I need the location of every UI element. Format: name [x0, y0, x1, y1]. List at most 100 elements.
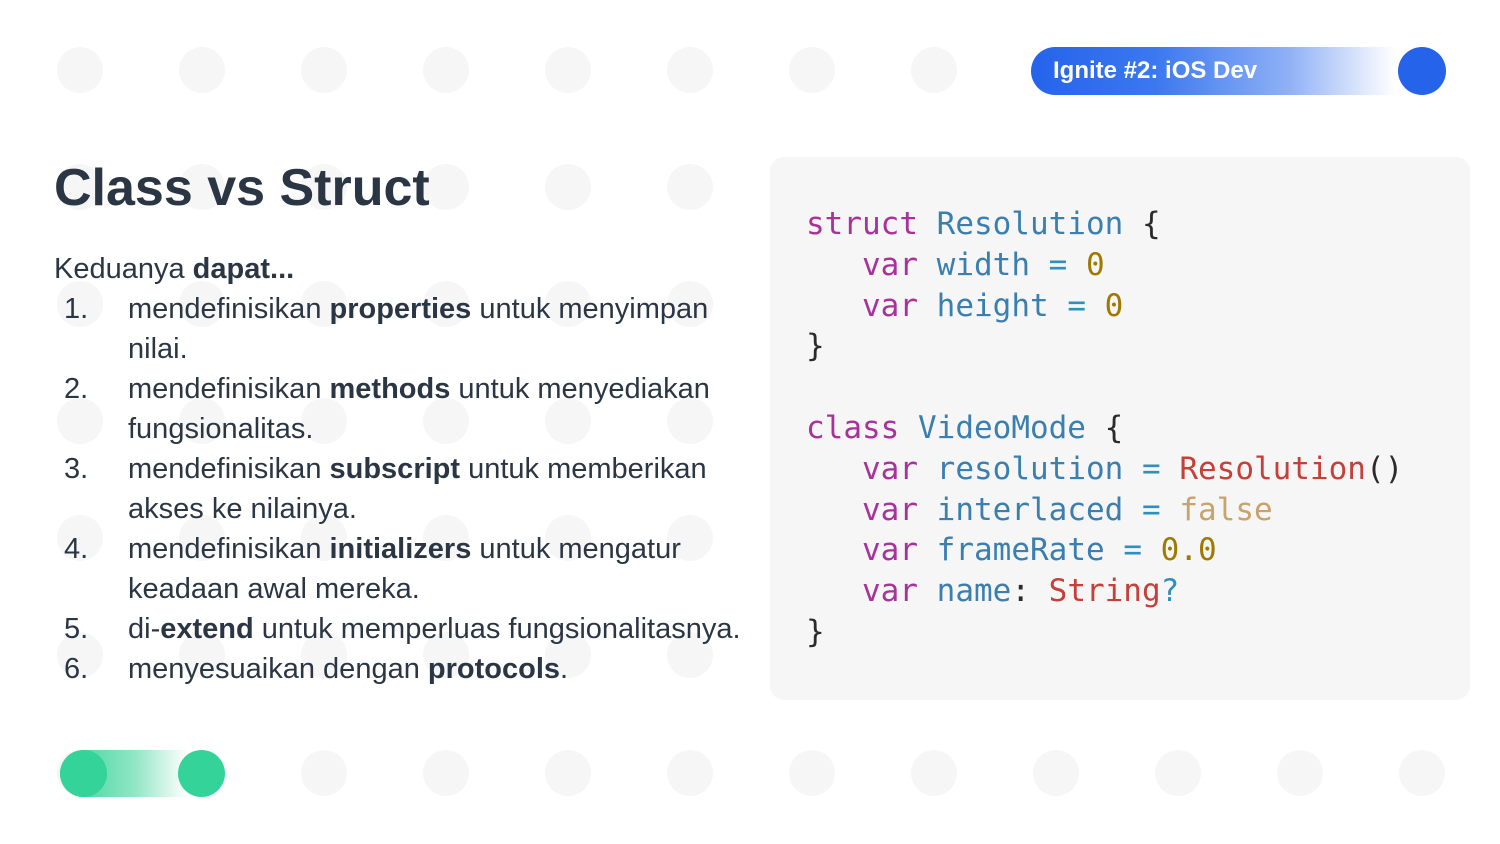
list-text: untuk mengatur keadaan awal mereka. [128, 533, 681, 605]
background-dot [789, 47, 835, 93]
list-number: 4. [64, 533, 89, 565]
swift-code-block: struct Resolution { var width = 0 var he… [806, 204, 1403, 653]
background-dot [789, 750, 835, 796]
code-token [1161, 451, 1180, 487]
list-item: 4.mendefinisikan initializers untuk meng… [54, 529, 754, 609]
code-token [918, 492, 937, 528]
code-token: 0 [1104, 287, 1124, 324]
code-token: 0.0 [1160, 532, 1217, 569]
code-token: = [1141, 450, 1161, 487]
background-dot [423, 164, 469, 210]
background-dot [545, 281, 591, 327]
badge-circle-icon [1398, 47, 1446, 95]
list-text: mendefinisikan [128, 453, 330, 485]
background-dot [1277, 750, 1323, 796]
list-keyword: methods [329, 373, 451, 405]
pill-right-circle-icon [178, 750, 225, 797]
code-token [1123, 451, 1142, 487]
code-token [918, 451, 937, 487]
intro-prefix: Keduanya [54, 253, 193, 285]
code-token: width [936, 246, 1030, 283]
background-dot [667, 164, 713, 210]
code-token: } [806, 328, 825, 365]
list-item: 5.di-extend untuk memperluas fungsionali… [54, 609, 754, 649]
code-token [806, 247, 862, 283]
code-token [1086, 288, 1105, 324]
list-text: untuk menyediakan fungsionalitas. [128, 373, 710, 445]
code-token: frameRate [936, 532, 1105, 569]
list-keyword: protocols [427, 653, 561, 685]
code-token [806, 492, 862, 528]
list-text: mendefinisikan [128, 533, 330, 565]
code-token [806, 532, 862, 568]
code-token [918, 532, 937, 568]
list-item: 1.mendefinisikan properties untuk menyim… [54, 289, 754, 369]
background-dot [179, 47, 225, 93]
code-token: = [1048, 246, 1068, 283]
code-line: var interlaced = false [806, 490, 1403, 531]
code-line: var frameRate = 0.0 [806, 530, 1403, 571]
code-token: 0 [1086, 246, 1105, 283]
code-token [806, 369, 825, 405]
background-dot [545, 750, 591, 796]
code-token: var [862, 532, 918, 569]
code-token [806, 573, 862, 609]
pill-left-circle-icon [60, 750, 107, 797]
background-dot [179, 164, 225, 210]
code-token: var [862, 246, 918, 283]
code-token: class [806, 409, 900, 446]
code-line: struct Resolution { [806, 204, 1403, 245]
list-text: mendefinisikan [128, 373, 330, 405]
background-dot [545, 47, 591, 93]
background-dot [301, 164, 347, 210]
background-dot [545, 398, 591, 444]
list-text: untuk memperluas fungsionalitasnya. [253, 613, 741, 645]
background-dot [667, 632, 713, 678]
code-line: var name: String? [806, 571, 1403, 612]
background-dot [301, 47, 347, 93]
code-token: = [1067, 287, 1086, 324]
background-dot [1155, 750, 1201, 796]
background-dot [667, 515, 713, 561]
code-line: var resolution = Resolution() [806, 449, 1403, 490]
code-token: = [1123, 532, 1142, 569]
list-number: 3. [64, 453, 89, 485]
code-token [806, 451, 862, 487]
code-token: } [806, 613, 825, 650]
code-token [1142, 532, 1161, 568]
code-token: struct [806, 206, 918, 242]
code-line: } [806, 612, 1403, 653]
background-dot [57, 632, 103, 678]
code-token: { [1085, 409, 1124, 446]
capability-list: 1.mendefinisikan properties untuk menyim… [54, 289, 754, 689]
background-dot [423, 515, 469, 561]
code-token: name [936, 573, 1012, 610]
code-token: Resolution [1179, 450, 1366, 487]
background-dot [667, 281, 713, 327]
code-token: var [862, 573, 918, 610]
code-token: ? [1160, 573, 1180, 610]
list-keyword: extend [160, 613, 254, 645]
code-token: var [862, 287, 918, 324]
background-dot [179, 515, 225, 561]
code-token [1030, 247, 1049, 283]
background-dot [911, 750, 957, 796]
background-dot [423, 281, 469, 327]
code-token: () [1365, 450, 1404, 487]
intro-bold: dapat... [192, 253, 295, 285]
background-dot [423, 750, 469, 796]
code-token: resolution [936, 450, 1124, 487]
list-keyword: subscript [329, 453, 461, 485]
code-token: Resolution [936, 206, 1124, 242]
code-token [899, 410, 918, 446]
background-dot [423, 632, 469, 678]
code-token [1105, 532, 1124, 568]
list-number: 5. [64, 613, 89, 645]
background-dot [57, 281, 103, 327]
background-dot [545, 515, 591, 561]
code-token: : [1011, 573, 1049, 610]
background-dot [1399, 750, 1445, 796]
background-dot [423, 398, 469, 444]
course-badge-label: Ignite #2: iOS Dev [1053, 57, 1258, 84]
code-token [1123, 492, 1142, 528]
